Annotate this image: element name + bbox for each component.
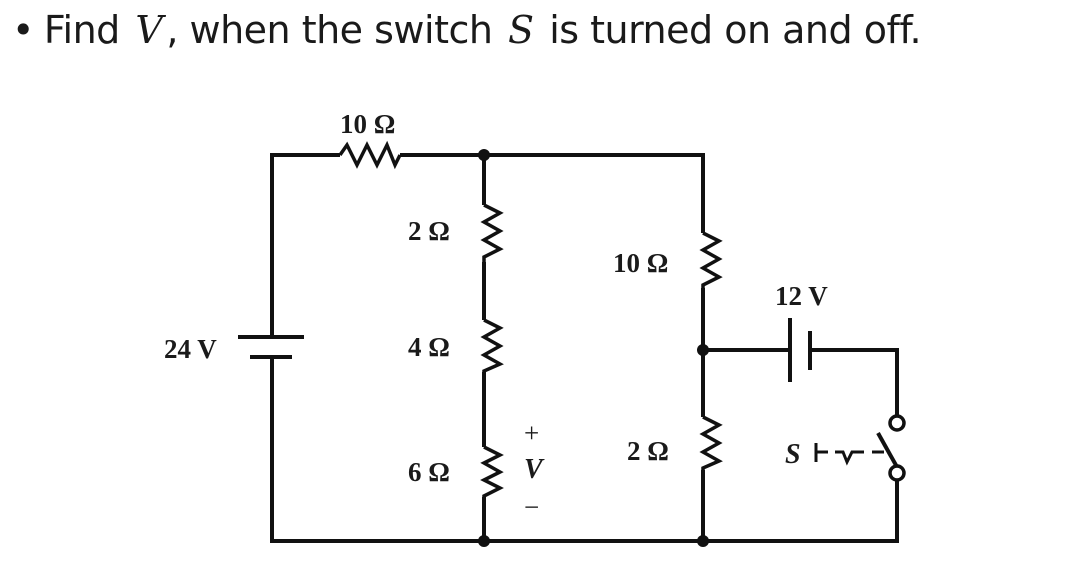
wire-left-bottom xyxy=(270,357,484,543)
switch-s xyxy=(814,414,906,482)
switch-arm xyxy=(876,432,899,468)
label-r-6: 6 Ω xyxy=(408,457,450,487)
wire-left-top xyxy=(270,153,340,337)
question-part-3: is turned on and off. xyxy=(549,8,922,52)
wire-12v-right xyxy=(810,348,899,423)
node-bottom-middle xyxy=(478,535,490,547)
variable-s: S xyxy=(508,8,534,52)
resistor-6 xyxy=(480,445,504,498)
label-r-4: 4 Ω xyxy=(408,332,450,362)
node-top-middle xyxy=(478,149,490,161)
resistor-10-top xyxy=(338,140,402,170)
question-part-2: , when the switch xyxy=(166,8,493,52)
label-r-2-left: 2 Ω xyxy=(408,216,450,246)
label-r-top: 10 Ω xyxy=(340,109,395,139)
node-bottom-right xyxy=(697,535,709,547)
resistor-2-right xyxy=(699,415,723,470)
wires xyxy=(270,153,899,543)
resistor-10-right xyxy=(699,231,723,288)
switch-actuator-v xyxy=(835,450,864,466)
v-variable: V xyxy=(524,454,545,485)
label-battery-24v: 24 V xyxy=(164,334,217,364)
switch-terminal-top xyxy=(888,414,906,432)
wire-top xyxy=(400,153,705,233)
battery-12v xyxy=(788,318,812,382)
label-r-2-right: 2 Ω xyxy=(627,436,669,466)
battery-24v xyxy=(238,335,304,359)
v-plus-sign: + xyxy=(524,418,539,448)
label-battery-12v: 12 V xyxy=(775,281,828,311)
question-part-1: Find xyxy=(43,8,120,52)
resistor-2-left xyxy=(480,203,504,262)
label-r-10-right: 10 Ω xyxy=(613,248,668,278)
switch-terminal-bottom xyxy=(888,464,906,482)
bullet: • xyxy=(12,8,34,52)
resistor-4 xyxy=(480,318,504,373)
v-minus-sign: − xyxy=(524,492,539,522)
variable-v: V xyxy=(135,8,163,52)
question-text: •Find V, when the switch S is turned on … xyxy=(12,8,922,52)
label-switch: S xyxy=(785,439,801,470)
node-right-junction xyxy=(697,344,709,356)
wire-bottom xyxy=(484,473,899,543)
